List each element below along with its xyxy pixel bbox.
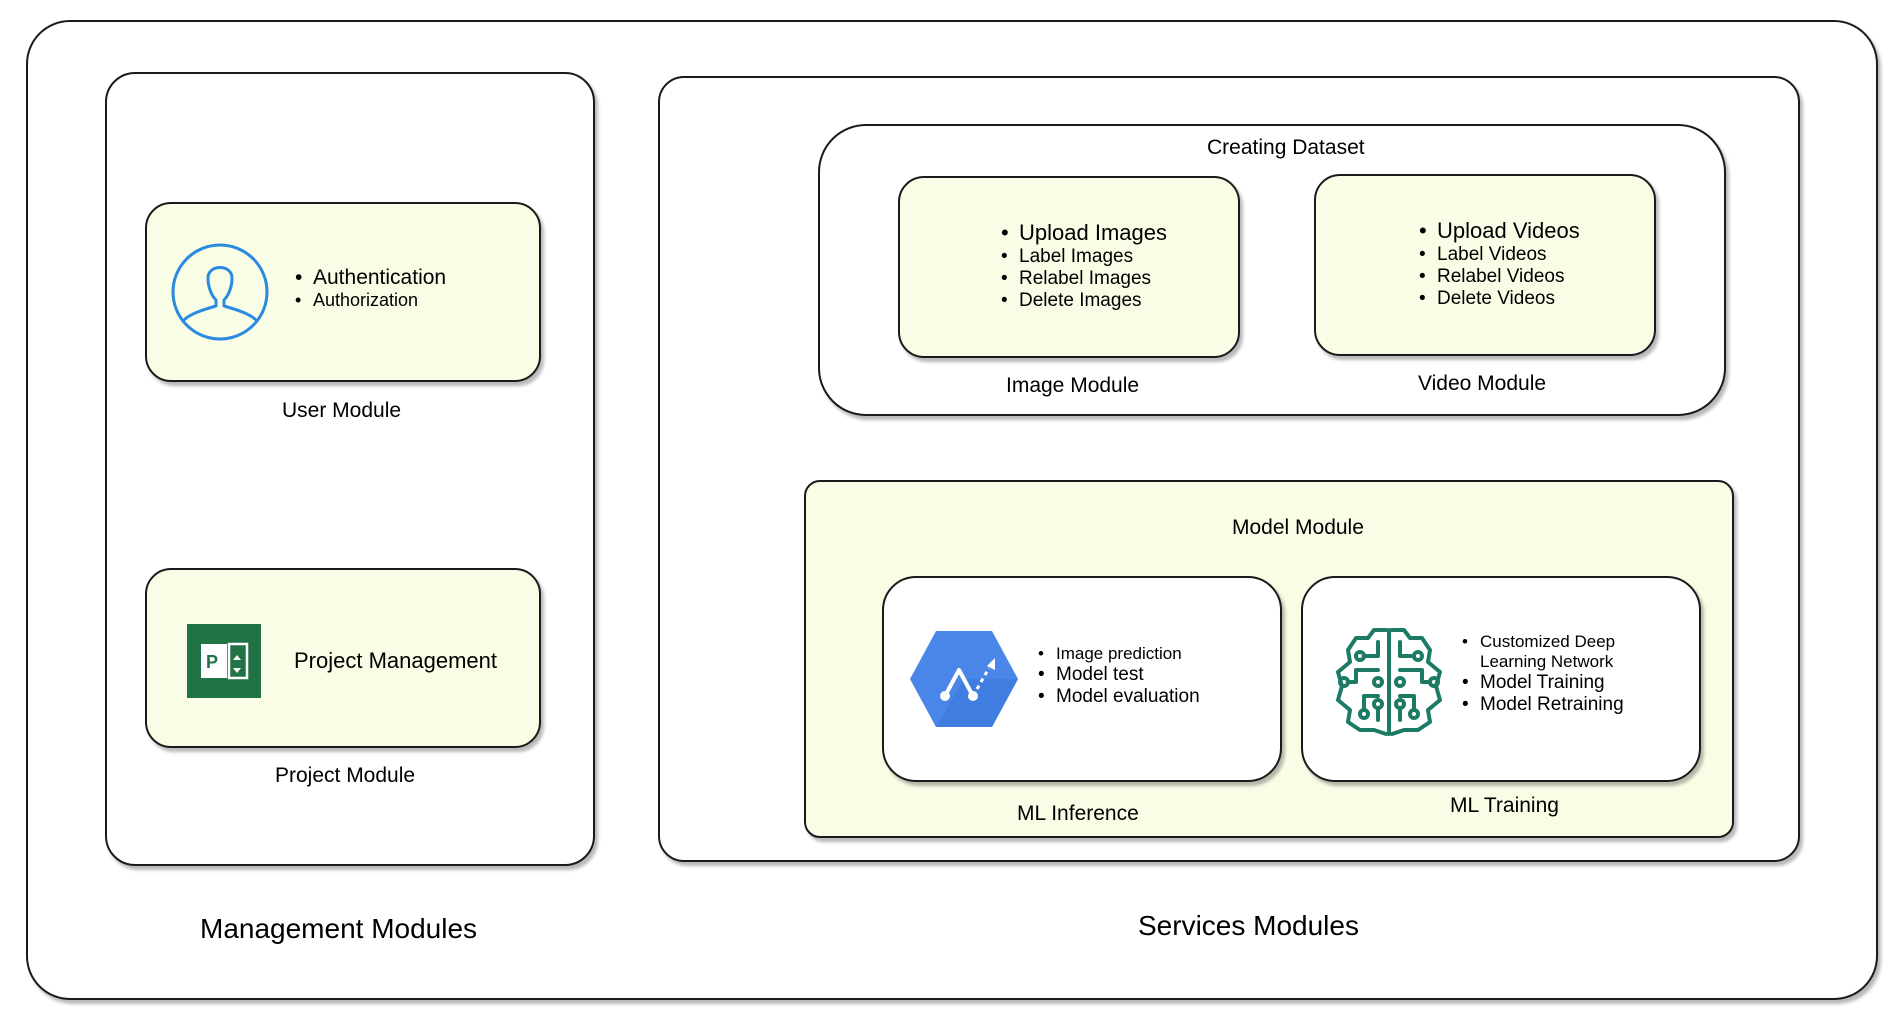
list-item: Authorization: [295, 290, 446, 311]
ml-training-label: ML Training: [1450, 794, 1559, 817]
list-item: Label Images: [1001, 246, 1167, 268]
ml-training-list: Customized Deep Learning Network Model T…: [1462, 632, 1624, 716]
video-module-list: Upload Videos Label Videos Relabel Video…: [1419, 218, 1580, 310]
brain-circuit-icon: [1336, 628, 1442, 736]
ml-inference-list: Image prediction Model test Model evalua…: [1038, 644, 1200, 708]
list-item: Delete Images: [1001, 290, 1167, 312]
svg-text:P: P: [206, 652, 218, 672]
model-module-title: Model Module: [1232, 516, 1364, 539]
list-item: Relabel Images: [1001, 268, 1167, 290]
list-item: Authentication: [295, 266, 446, 290]
list-item: Delete Videos: [1419, 288, 1580, 310]
user-module-list: Authentication Authorization: [295, 266, 446, 311]
list-item: Model test: [1038, 664, 1200, 686]
image-module-list: Upload Images Label Images Relabel Image…: [1001, 220, 1167, 312]
list-item: Image prediction: [1038, 644, 1200, 664]
ml-inference-hexagon-icon: [910, 631, 1018, 727]
creating-dataset-title: Creating Dataset: [1207, 136, 1365, 159]
list-item: Model Retraining: [1462, 694, 1624, 716]
list-item: Label Videos: [1419, 244, 1580, 266]
list-item: Model Training: [1462, 672, 1624, 694]
ml-inference-label: ML Inference: [1017, 802, 1139, 825]
image-module-label: Image Module: [1006, 374, 1140, 397]
management-modules-title: Management Modules: [200, 913, 478, 944]
project-management-text: Project Management: [294, 648, 497, 673]
list-item: Relabel Videos: [1419, 266, 1580, 288]
services-modules-title: Services Modules: [1138, 910, 1359, 941]
list-item: Upload Videos: [1419, 218, 1580, 244]
list-item: Model evaluation: [1038, 686, 1200, 708]
list-item: Upload Images: [1001, 220, 1167, 246]
list-item: Customized Deep: [1462, 632, 1624, 652]
video-module-label: Video Module: [1418, 372, 1547, 395]
list-item: Learning Network: [1480, 652, 1614, 671]
user-module-label: User Module: [282, 399, 402, 422]
user-icon: [171, 243, 269, 341]
project-module-label: Project Module: [275, 764, 416, 787]
ms-project-icon: P: [187, 624, 261, 698]
